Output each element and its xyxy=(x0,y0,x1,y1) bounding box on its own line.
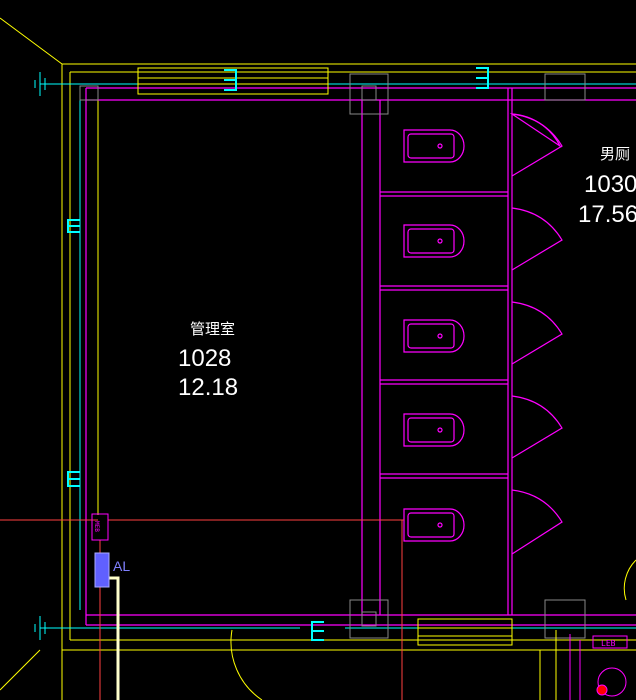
axis-lines xyxy=(34,72,636,640)
outer-wall-lines xyxy=(0,17,636,700)
structural-columns xyxy=(79,73,586,639)
room-code-office: 1028 xyxy=(178,345,231,372)
lower-right-symbols xyxy=(569,634,628,700)
axis-marker-icons xyxy=(67,67,489,641)
toilet-icon xyxy=(403,129,465,163)
top-window xyxy=(137,67,329,95)
toilet-icon xyxy=(403,224,465,258)
meb-box-icon xyxy=(91,513,109,541)
room-name-mens-restroom: 男厕 xyxy=(600,145,630,163)
room-area-office: 12.18 xyxy=(178,374,238,401)
room-code-mens-restroom: 1030 xyxy=(584,171,636,198)
meb-tag: MEB xyxy=(93,521,100,532)
room-area-mens-restroom: 17.56 xyxy=(578,201,636,228)
electrical-wiring xyxy=(0,519,404,700)
toilet-icon xyxy=(403,413,465,447)
partition-walls xyxy=(85,87,636,626)
toilet-icon xyxy=(403,319,465,353)
toilet-fixtures xyxy=(403,129,465,542)
bottom-window xyxy=(417,618,513,646)
stall-doors xyxy=(509,113,563,555)
room-name-office: 管理室 xyxy=(190,320,235,338)
feeder-cable xyxy=(104,576,120,700)
lower-details xyxy=(230,559,636,700)
toilet-icon xyxy=(403,508,465,542)
leb-tag: LEB xyxy=(601,639,616,648)
electrical-panel-icon xyxy=(94,552,110,588)
structural-walls xyxy=(69,71,636,641)
panel-tag-al: AL xyxy=(113,558,130,574)
